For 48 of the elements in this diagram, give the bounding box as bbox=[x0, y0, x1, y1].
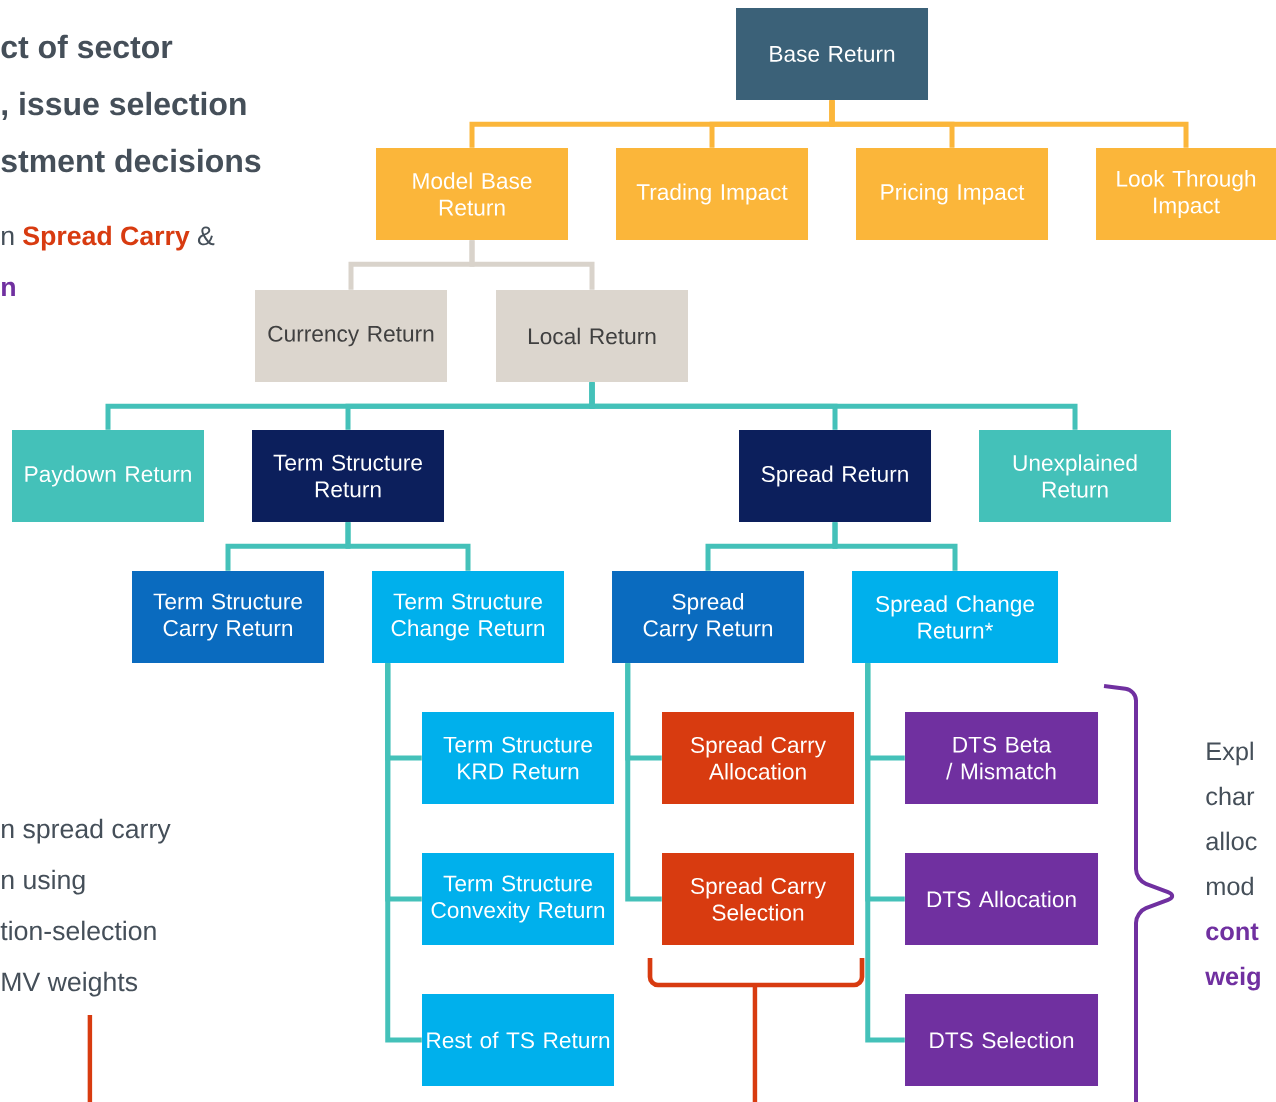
process-box: Currency Return bbox=[255, 290, 447, 382]
process-box: Paydown Return bbox=[12, 430, 204, 522]
process-box: Term Structure Carry Return bbox=[132, 571, 324, 663]
body-text: char bbox=[1206, 786, 1255, 806]
connector-line bbox=[589, 382, 1078, 430]
connector-line bbox=[385, 663, 422, 1043]
heading-text: ct of sector bbox=[1, 34, 173, 59]
body-text: n spread carry bbox=[2, 818, 171, 844]
connector-line bbox=[345, 522, 471, 571]
process-box: Local Return bbox=[496, 290, 688, 382]
connector-line bbox=[469, 240, 595, 290]
heading-text: , issue selection bbox=[2, 91, 246, 120]
process-box: Trading Impact bbox=[616, 148, 808, 240]
connector-line bbox=[829, 100, 1189, 148]
body-text: weig bbox=[1205, 966, 1260, 991]
process-box: Pricing Impact bbox=[856, 148, 1048, 240]
process-box: Unexplained Return bbox=[979, 430, 1171, 522]
heading-text: stment decisions bbox=[1, 148, 261, 173]
body-text: cont bbox=[1206, 923, 1259, 941]
process-box: DTS Beta / Mismatch bbox=[905, 712, 1098, 804]
body-text: alloc bbox=[1206, 831, 1257, 851]
connector-line bbox=[625, 663, 662, 902]
process-box: Spread Change Return* bbox=[852, 571, 1058, 663]
body-text: & bbox=[197, 226, 215, 246]
body-text: Spread Carry bbox=[23, 225, 190, 251]
process-box: Model Base Return bbox=[376, 148, 568, 240]
process-box: Term Structure KRD Return bbox=[422, 712, 614, 804]
process-box: Term Structure Change Return bbox=[372, 571, 564, 663]
connector-line bbox=[865, 663, 905, 1043]
process-box: Spread Carry Return bbox=[612, 571, 804, 663]
connector-line bbox=[832, 522, 958, 571]
process-box: Rest of TS Return bbox=[422, 994, 614, 1086]
body-text: n bbox=[2, 281, 15, 296]
process-box: Spread Return bbox=[739, 430, 931, 522]
process-box: DTS Allocation bbox=[905, 853, 1098, 945]
body-text: tion-selection bbox=[0, 920, 156, 941]
body-text: MV weights bbox=[2, 971, 138, 997]
process-box: DTS Selection bbox=[905, 994, 1098, 1086]
process-box: Term Structure Return bbox=[252, 430, 444, 522]
body-text: n bbox=[2, 230, 14, 245]
process-box: Spread Carry Selection bbox=[662, 853, 854, 945]
body-text: Expl bbox=[1207, 741, 1253, 766]
process-box: Term Structure Convexity Return bbox=[422, 853, 614, 945]
body-text: n using bbox=[2, 869, 85, 895]
process-box: Spread Carry Allocation bbox=[662, 712, 854, 804]
process-box: Base Return bbox=[736, 8, 928, 100]
body-text: mod bbox=[1206, 876, 1253, 896]
process-box: Look Through Impact bbox=[1096, 148, 1276, 240]
